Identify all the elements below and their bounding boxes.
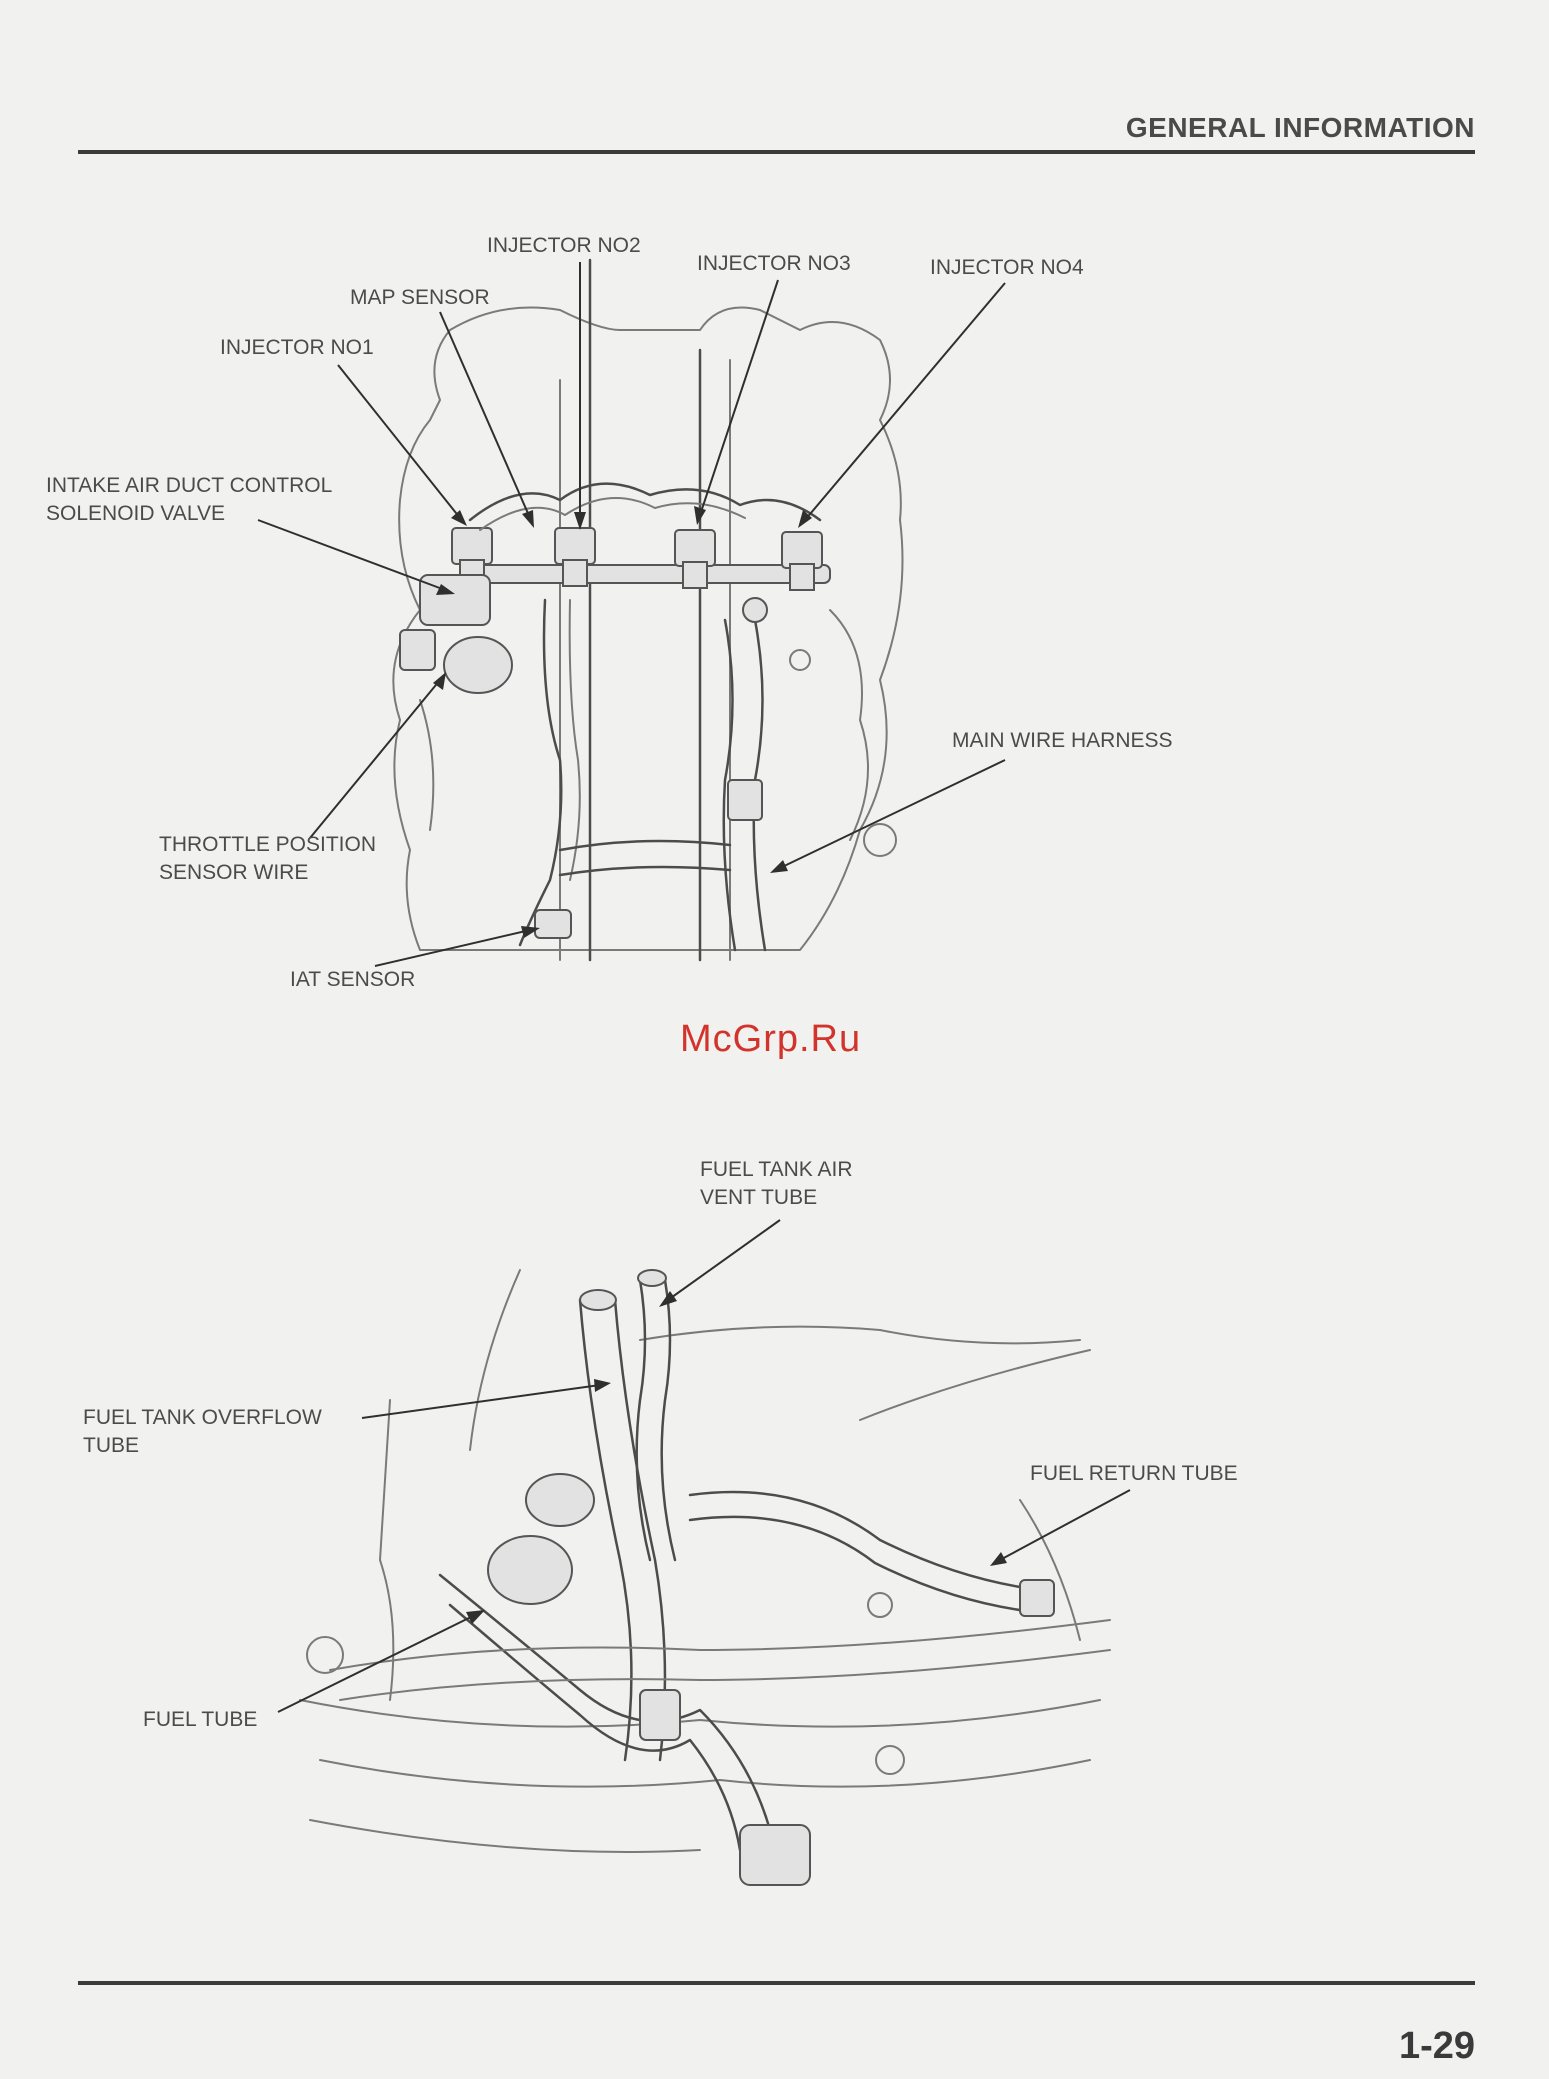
- label-iat-sensor: IAT SENSOR: [290, 966, 415, 994]
- label-injector-no3: INJECTOR NO3: [697, 250, 851, 278]
- label-fuel-tank-overflow-line1: FUEL TANK OVERFLOW: [83, 1404, 322, 1432]
- label-main-wire-harness: MAIN WIRE HARNESS: [952, 727, 1173, 755]
- watermark-text: McGrp.Ru: [680, 1018, 861, 1061]
- bottom-leader-lines: [278, 1220, 1130, 1712]
- label-fuel-tank-air-vent-line1: FUEL TANK AIR: [700, 1156, 853, 1184]
- label-injector-no2: INJECTOR NO2: [487, 232, 641, 260]
- page-number: 1-29: [1399, 2025, 1475, 2068]
- label-fuel-tube: FUEL TUBE: [143, 1706, 257, 1734]
- label-fuel-tank-overflow: FUEL TANK OVERFLOW TUBE: [83, 1404, 322, 1460]
- footer-rule: [78, 1981, 1475, 1985]
- label-map-sensor: MAP SENSOR: [350, 284, 490, 312]
- label-throttle-position: THROTTLE POSITION SENSOR WIRE: [159, 831, 376, 887]
- label-intake-air-duct: INTAKE AIR DUCT CONTROL SOLENOID VALVE: [46, 472, 332, 528]
- label-injector-no1: INJECTOR NO1: [220, 334, 374, 362]
- label-intake-air-duct-line1: INTAKE AIR DUCT CONTROL: [46, 472, 332, 500]
- label-throttle-position-line1: THROTTLE POSITION: [159, 831, 376, 859]
- label-fuel-tank-air-vent: FUEL TANK AIR VENT TUBE: [700, 1156, 853, 1212]
- fuel-tubes-illustration: [300, 1270, 1110, 1885]
- label-fuel-tank-overflow-line2: TUBE: [83, 1432, 322, 1460]
- engine-top-illustration: [393, 260, 902, 960]
- label-injector-no4: INJECTOR NO4: [930, 254, 1084, 282]
- label-fuel-tank-air-vent-line2: VENT TUBE: [700, 1184, 853, 1212]
- label-throttle-position-line2: SENSOR WIRE: [159, 859, 376, 887]
- label-intake-air-duct-line2: SOLENOID VALVE: [46, 500, 332, 528]
- label-fuel-return-tube: FUEL RETURN TUBE: [1030, 1460, 1238, 1488]
